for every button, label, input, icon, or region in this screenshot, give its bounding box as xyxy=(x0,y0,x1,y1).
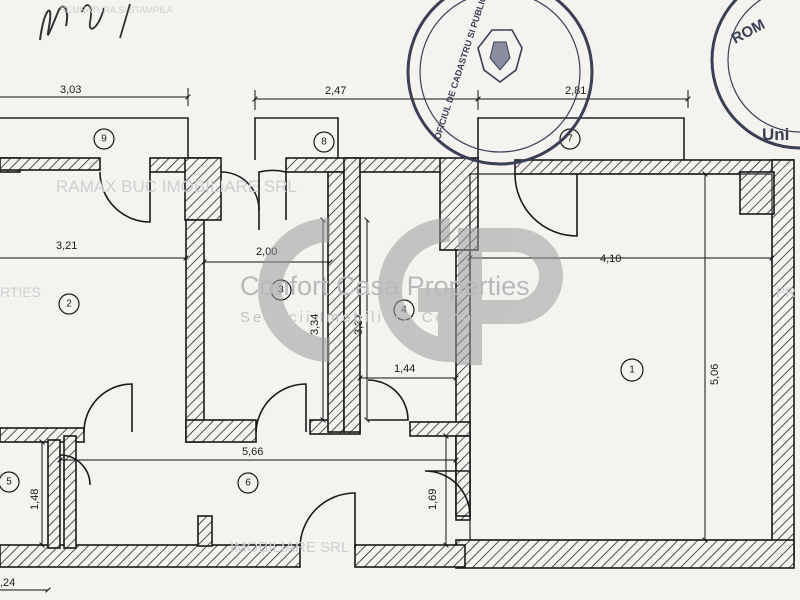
doors xyxy=(59,169,578,549)
door-swing xyxy=(59,454,91,486)
dimension-label: 5,06 xyxy=(709,364,721,385)
wall xyxy=(771,159,795,561)
door-swing xyxy=(83,383,133,433)
official-stamp-left: OFICIUL DE CADASTRU SI PUBLICITATE IMOBI… xyxy=(406,0,594,166)
official-stamp-right: ROM Uni xyxy=(710,0,800,150)
wall xyxy=(63,435,77,549)
dimension-label: ,24 xyxy=(0,577,15,589)
door-swing xyxy=(514,173,578,237)
dimension-label: 3,21 xyxy=(56,240,77,252)
stamp-right-bottom-text: Uni xyxy=(762,125,789,144)
wall xyxy=(409,421,471,437)
wall xyxy=(185,219,205,443)
faint-company-text: IMOBILIARE SRL xyxy=(230,539,349,556)
wall xyxy=(47,439,61,549)
room-number-5: 5 xyxy=(6,477,12,488)
watermark-subtitle: Servicii Imobiliare Complete xyxy=(240,309,510,326)
room-number-2: 2 xyxy=(66,299,72,310)
watermark-title: Confort Casa Properties xyxy=(240,271,530,301)
stamp-left-text: OFICIUL DE CADASTRU SI PUBLICITATE IMOBI… xyxy=(432,0,513,141)
header-text: SEMNATURA SI STAMPILA xyxy=(60,5,173,15)
room-number-7: 7 xyxy=(567,134,573,145)
wall xyxy=(185,419,257,443)
signature xyxy=(39,3,131,41)
wall xyxy=(0,157,101,171)
dimension-label: 3,37 xyxy=(353,314,365,335)
wall xyxy=(197,515,213,547)
watermark-logo xyxy=(258,218,563,365)
dimension-label: 3,34 xyxy=(309,314,321,335)
faint-company-text: RAMAX BUC IMOBILIARE SRL xyxy=(56,177,297,196)
wall xyxy=(739,171,775,215)
wall xyxy=(354,544,466,568)
door-swing xyxy=(299,492,356,549)
room-number-8: 8 xyxy=(321,137,327,148)
room-number-1: 1 xyxy=(629,365,635,376)
dimension-lines xyxy=(0,88,775,593)
dimension-label: 1,48 xyxy=(29,489,41,510)
stamp-right-top-text: ROM xyxy=(729,16,768,47)
wall xyxy=(285,157,442,173)
watermark-left-fragment: RTIES xyxy=(0,284,41,300)
dimension-label: 2,81 xyxy=(565,85,586,97)
room-number-6: 6 xyxy=(245,478,251,489)
door-swing xyxy=(99,171,151,223)
wall xyxy=(0,544,301,568)
dimension-label: 1,69 xyxy=(427,489,439,510)
door-swing xyxy=(258,169,287,230)
wall xyxy=(455,539,795,569)
dimension-label: 3,03 xyxy=(60,84,81,96)
door-swing xyxy=(424,470,471,517)
door-swing xyxy=(367,379,409,421)
dimension-label: 5,66 xyxy=(242,446,263,458)
dimension-label: 1,44 xyxy=(394,363,415,375)
door-swing xyxy=(255,383,307,433)
wall xyxy=(343,157,361,433)
room-number-9: 9 xyxy=(101,134,107,145)
wall xyxy=(327,171,345,433)
dimension-label: 4,10 xyxy=(600,253,621,265)
watermark-right-fragment: PR xyxy=(776,284,795,300)
dimension-label: 2,47 xyxy=(325,85,346,97)
